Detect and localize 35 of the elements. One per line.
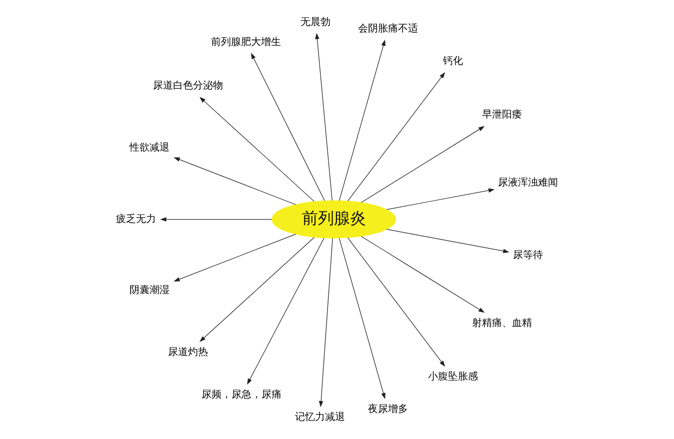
arrow — [338, 237, 386, 399]
node-text: 射精痛、血精 — [472, 317, 532, 328]
arrow — [348, 237, 446, 366]
node-text: 前列腺肥大增生 — [210, 36, 281, 48]
arrow — [250, 52, 325, 201]
arrow — [348, 72, 446, 201]
node-text: 记忆力减退 — [294, 411, 345, 422]
node-text: 尿液浑浊难闻 — [498, 176, 558, 188]
node-text: 无晨勃 — [300, 16, 331, 28]
node-text: 夜尿增多 — [368, 403, 408, 414]
arrow — [318, 237, 333, 407]
node-text: 尿频，尿急，尿痛 — [202, 388, 282, 400]
arrow — [174, 233, 296, 281]
arrow — [199, 96, 315, 202]
node-text: 尿道灼热 — [168, 346, 208, 358]
arrow — [360, 236, 485, 312]
node-text: 疲乏无力 — [116, 213, 156, 224]
node-text: 钙化 — [443, 55, 464, 66]
node-ellipse: 前列腺炎 — [272, 200, 396, 238]
arrow — [386, 228, 510, 253]
node-text: 早泄阳痿 — [482, 109, 522, 120]
node-text: 尿等待 — [513, 250, 544, 261]
node-text: 性欲减退 — [130, 142, 170, 153]
arrow — [360, 126, 485, 202]
arrow — [174, 156, 296, 204]
node-text: 尿道白色分泌物 — [152, 80, 223, 92]
node-text: 阴囊潮湿 — [130, 284, 170, 296]
arrow — [160, 216, 272, 222]
arrow — [338, 39, 386, 200]
arrow — [315, 32, 332, 200]
arrow — [247, 237, 324, 384]
arrow — [199, 236, 315, 342]
node-text: 小腹坠胀感 — [428, 370, 478, 382]
arrow — [386, 188, 495, 210]
node-text: 会阴胀痛不适 — [358, 23, 418, 34]
